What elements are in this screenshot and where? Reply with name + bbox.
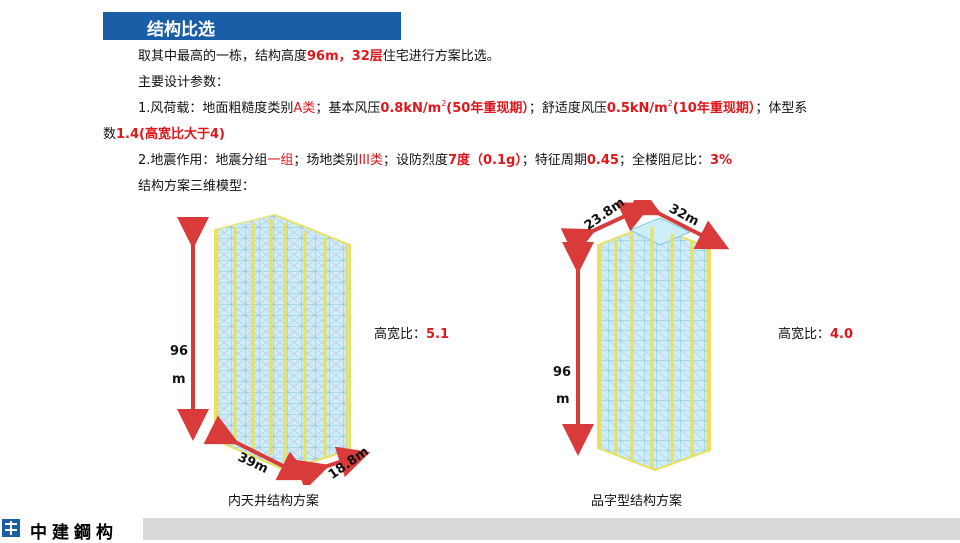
left-caption: 内天井结构方案 <box>228 494 320 509</box>
wind-period-2: (10年重现期） <box>672 101 756 116</box>
right-ratio: 高宽比：4.0 <box>778 323 853 342</box>
left-ratio-label: 高宽比： <box>374 327 427 342</box>
left-ratio: 高宽比：5.1 <box>374 323 449 342</box>
wind-basic-pressure: 0.8kN/m <box>380 101 442 116</box>
company-name: 中建鋼构 <box>30 523 118 543</box>
wind-text-4: ；体型系 <box>755 101 808 116</box>
footer-bar <box>143 518 960 540</box>
right-ratio-value: 4.0 <box>830 327 854 342</box>
seismic-group: 一组 <box>267 153 294 168</box>
left-ratio-value: 5.1 <box>426 327 450 342</box>
left-model-illustration <box>177 213 371 485</box>
wind-text-2: ；基本风压 <box>315 101 381 116</box>
seismic-intensity: 7度（0.1g） <box>447 153 522 168</box>
seismic-label: 2.地震作用：地震分组 <box>138 153 268 168</box>
left-height-number: 96 <box>170 344 189 359</box>
wind-period-1: (50年重现期） <box>446 101 529 116</box>
seismic-text-5: ；全楼阻尼比： <box>618 153 710 168</box>
wind-text-3: ；舒适度风压 <box>528 101 607 116</box>
seismic-line: 2.地震作用：地震分组一组；场地类别III类；设防烈度7度（0.1g）；特征周期… <box>138 152 732 170</box>
left-height-unit: m <box>172 372 186 387</box>
wind-roughness: A类 <box>293 101 316 116</box>
wind-sup-2: 2 <box>667 99 673 108</box>
wind-shape-coef: 1.4(高宽比大于4) <box>116 127 225 142</box>
seismic-text-2: ；场地类别 <box>293 153 359 168</box>
wind-comfort-pressure: 0.5kN/m <box>606 101 668 116</box>
wind-label: 1.风荷载：地面粗糙度类别 <box>138 101 294 116</box>
page-title: 结构比选 <box>147 20 215 40</box>
models-heading: 结构方案三维模型： <box>138 179 256 194</box>
wind-line: 1.风荷载：地面粗糙度类别A类；基本风压0.8kN/m2(50年重现期）；舒适度… <box>138 100 807 118</box>
title-bar: 结构比选 <box>103 12 401 40</box>
seismic-site: III类 <box>358 153 383 168</box>
seismic-text-4: ；特征周期 <box>521 153 587 168</box>
right-height-unit: m <box>556 392 570 407</box>
right-ratio-label: 高宽比： <box>778 327 831 342</box>
seismic-period: 0.45 <box>586 153 619 168</box>
intro-text: 取其中最高的一栋，结构高度 <box>138 49 308 64</box>
wind-sup-1: 2 <box>441 99 447 108</box>
intro-line: 取其中最高的一栋，结构高度96m，32层住宅进行方案比选。 <box>138 48 500 66</box>
seismic-damping: 3% <box>709 153 733 168</box>
right-height-number: 96 <box>553 365 572 380</box>
right-caption: 品字型结构方案 <box>591 494 683 509</box>
params-heading: 主要设计参数： <box>138 75 230 90</box>
company-logo-icon <box>2 519 20 537</box>
wind-text-5: 数 <box>103 127 117 142</box>
intro-height: 96m，32层 <box>307 49 383 64</box>
seismic-text-3: ；设防烈度 <box>382 153 448 168</box>
wind-line-2: 数1.4(高宽比大于4) <box>103 126 225 144</box>
right-model-illustration <box>560 200 730 472</box>
intro-post: 住宅进行方案比选。 <box>382 49 500 64</box>
